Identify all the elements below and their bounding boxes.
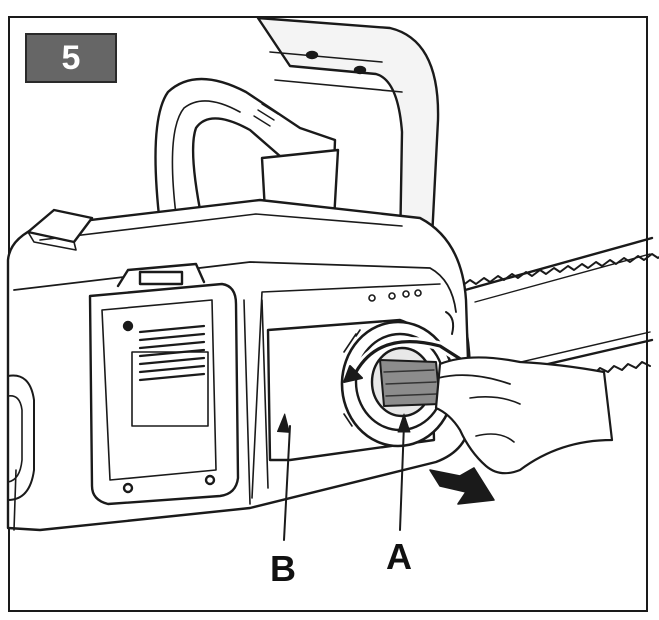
step-number-badge: 5 — [25, 33, 117, 83]
step-number: 5 — [61, 38, 81, 77]
housing-markings — [368, 289, 422, 302]
battery-vents — [138, 324, 206, 382]
top-button — [26, 208, 94, 244]
leader-line-a — [399, 423, 405, 531]
hand-guard — [256, 16, 440, 252]
callout-label-a: A — [386, 536, 412, 577]
tension-knob — [340, 320, 456, 448]
leader-line-b — [283, 425, 291, 541]
battery-pack — [88, 262, 240, 506]
callout-label-b: B — [270, 548, 296, 589]
rotation-arrow — [343, 337, 467, 383]
hand — [434, 356, 614, 475]
pull-arrow — [429, 467, 495, 505]
front-handle — [154, 77, 337, 227]
